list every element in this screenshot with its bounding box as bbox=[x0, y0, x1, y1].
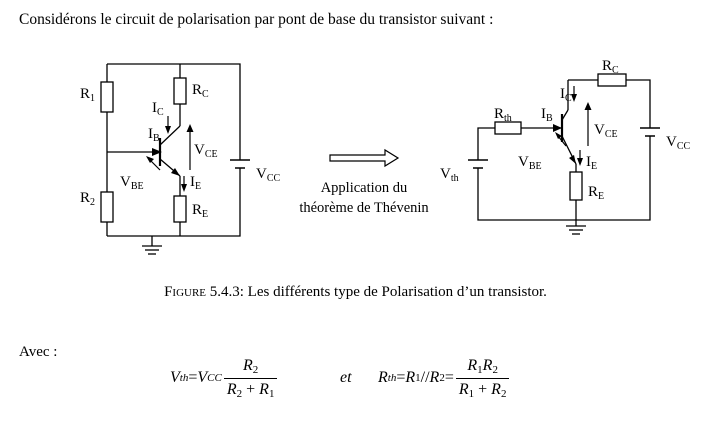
label-vce-right: VCE bbox=[594, 122, 618, 140]
label-vbe: VBE bbox=[120, 174, 144, 192]
emitter-arrow-icon bbox=[171, 168, 180, 176]
resistor-r2 bbox=[100, 191, 114, 223]
resistor-rth bbox=[494, 121, 522, 135]
label-r1: R1 bbox=[80, 86, 95, 104]
resistor-re bbox=[173, 195, 187, 223]
emitter-arrow-icon-right bbox=[569, 155, 576, 164]
vth-battery bbox=[468, 159, 488, 172]
resistor-r1 bbox=[100, 81, 114, 113]
label-ic-right: IC bbox=[560, 86, 572, 104]
resistor-rc bbox=[173, 77, 187, 105]
label-ic: IC bbox=[152, 100, 164, 118]
label-ib-right: IB bbox=[541, 106, 553, 124]
vbe-arrow-icon bbox=[149, 159, 161, 171]
transistor-npn-left bbox=[158, 125, 181, 177]
right-circuit-wires bbox=[477, 79, 651, 226]
label-rc-right: RC bbox=[602, 58, 619, 76]
label-re-right: RE bbox=[588, 184, 604, 202]
label-re: RE bbox=[192, 202, 208, 220]
label-ib: IB bbox=[148, 126, 160, 144]
left-circuit-diagram: R1 R2 RC RE IC IB VCE VBE IE VCC Applica… bbox=[80, 58, 691, 255]
label-ie: IE bbox=[190, 174, 201, 192]
arrow-label-line2: théorème de Thévenin bbox=[299, 200, 429, 216]
fraction-vth: R2 R2 + R1 bbox=[223, 357, 278, 400]
figure-caption-text: 5.4.3: Les différents type de Polarisati… bbox=[206, 284, 547, 300]
label-vce: VCE bbox=[194, 142, 218, 160]
label-vbe-right: VBE bbox=[518, 154, 542, 172]
vcc-battery-left bbox=[230, 159, 250, 176]
label-vcc-right: VCC bbox=[666, 134, 691, 152]
label-vth: Vth bbox=[440, 166, 459, 184]
figure-caption: Figure 5.4.3: Les différents type de Pol… bbox=[0, 284, 711, 301]
left-circuit-wires bbox=[106, 63, 241, 246]
ib-arrow-icon bbox=[152, 148, 162, 156]
arrow-label-line1: Application du bbox=[321, 180, 408, 196]
ib-arrow-icon-right bbox=[553, 124, 562, 132]
resistor-re-right bbox=[569, 171, 583, 201]
vcc-battery-right bbox=[640, 127, 660, 144]
ground-icon-right bbox=[566, 225, 586, 235]
formula-et: et bbox=[340, 369, 352, 386]
resistor-rc-right bbox=[597, 73, 627, 87]
avec-label: Avec : bbox=[19, 344, 58, 360]
ground-icon bbox=[142, 245, 162, 255]
label-r2: R2 bbox=[80, 190, 95, 208]
label-rc: RC bbox=[192, 82, 209, 100]
label-ie-right: IE bbox=[586, 154, 597, 172]
figure-label: Figure bbox=[164, 284, 207, 300]
thevenin-arrow-icon bbox=[329, 148, 400, 168]
label-vcc: VCC bbox=[256, 166, 281, 184]
intro-text: Considérons le circuit de polarisation p… bbox=[19, 11, 494, 28]
fraction-rth: R1R2 R1 + R2 bbox=[455, 357, 510, 400]
label-rth: Rth bbox=[494, 106, 512, 124]
